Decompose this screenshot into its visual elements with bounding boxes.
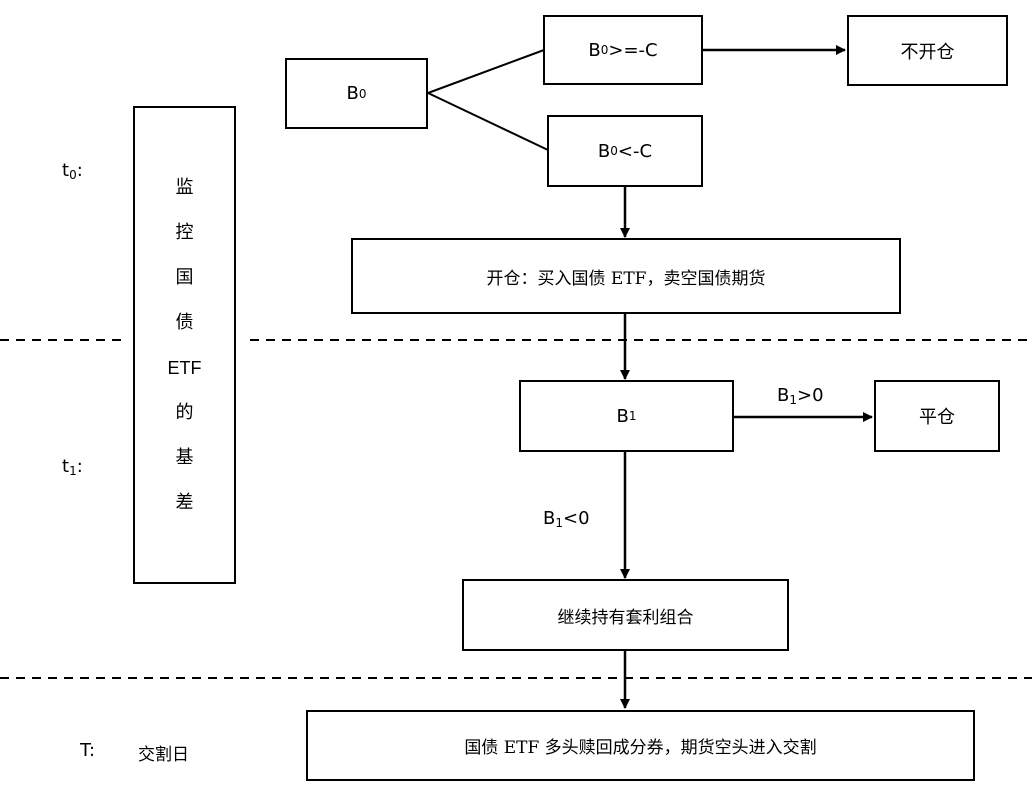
- monitor-char: 债: [175, 311, 194, 333]
- time-label-t0: t0:: [62, 160, 83, 182]
- monitor-char: ETF: [167, 357, 202, 378]
- edge-b0-to-b0-ge: [427, 49, 545, 94]
- node-no-open: 不开仓: [847, 15, 1008, 86]
- time-label-T: T:: [80, 740, 96, 761]
- monitor-etf-basis-box: 监 控 国 债 ETF 的 基 差: [133, 106, 236, 584]
- monitor-char: 国: [175, 266, 194, 288]
- edge-label-b1-lt-0: B1<0: [543, 508, 590, 530]
- node-delivery: 国债 ETF 多头赎回成分券，期货空头进入交割: [306, 710, 975, 781]
- monitor-char: 的: [175, 401, 194, 423]
- node-close-position: 平仓: [874, 380, 1000, 452]
- node-open-position: 开仓：买入国债 ETF，卖空国债期货: [351, 238, 901, 314]
- time-label-T-desc: 交割日: [138, 745, 189, 765]
- monitor-char: 差: [175, 491, 194, 513]
- node-hold-portfolio: 继续持有套利组合: [462, 579, 789, 651]
- monitor-char: 监: [175, 176, 194, 198]
- monitor-char: 基: [175, 446, 194, 468]
- monitor-char: 控: [175, 221, 194, 243]
- edge-label-b1-gt-0: B1>0: [777, 385, 824, 407]
- edge-b0-to-b0-lt: [427, 92, 549, 151]
- time-label-t1: t1:: [62, 456, 83, 478]
